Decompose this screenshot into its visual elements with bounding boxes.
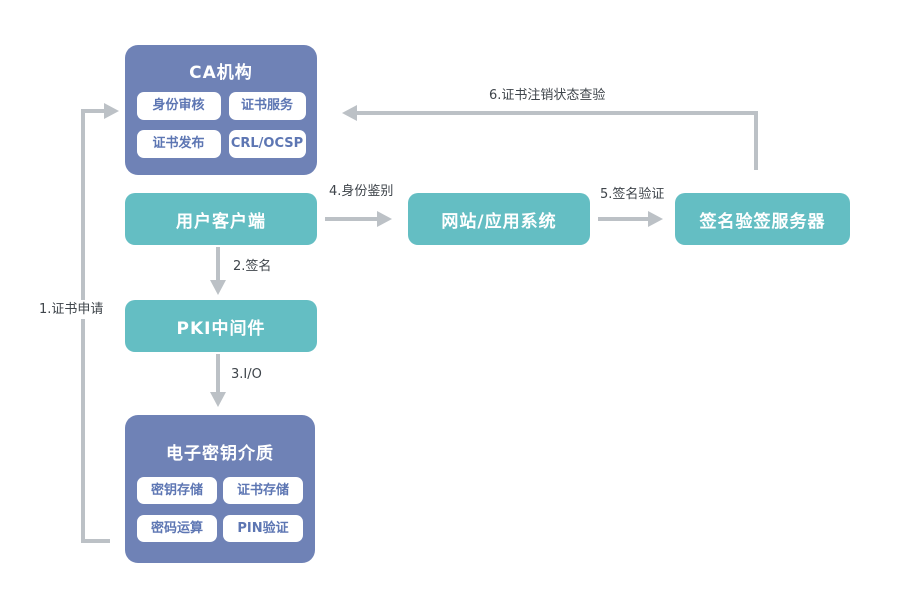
node-signature-verification-server: 签名验签服务器 (675, 193, 850, 245)
chip-certificate-issuance: 证书发布 (136, 130, 221, 158)
edge-6-arrowhead (342, 105, 357, 121)
edge-2-arrowhead (210, 280, 226, 295)
node-key-medium-chip-grid: 密钥存储 证书存储 密码运算 PIN验证 (125, 477, 315, 542)
node-user-client-title: 用户客户端 (176, 211, 266, 232)
chip-key-storage: 密钥存储 (137, 477, 217, 504)
node-pki-middleware: PKI中间件 (125, 300, 317, 352)
node-ca-chip-grid: 身份审核 证书服务 证书发布 CRL/OCSP (125, 92, 317, 158)
edge-label-signature-verification: 5.签名验证 (598, 185, 667, 204)
edge-3-arrowhead (210, 392, 226, 407)
edge-1-line (81, 109, 110, 543)
chip-crypto-operation: 密码运算 (137, 515, 217, 542)
chip-certificate-storage: 证书存储 (223, 477, 303, 504)
edge-6-line (357, 111, 758, 170)
node-user-client: 用户客户端 (125, 193, 317, 245)
edge-label-identity-authentication: 4.身份鉴别 (327, 182, 396, 201)
chip-crl-ocsp: CRL/OCSP (228, 130, 306, 158)
node-ca-title: CA机构 (189, 63, 253, 83)
node-website-app-system: 网站/应用系统 (408, 193, 590, 245)
edge-label-revocation-status-check: 6.证书注销状态查验 (487, 86, 608, 105)
edge-1-arrowhead (104, 103, 119, 119)
node-website-title: 网站/应用系统 (441, 211, 557, 232)
chip-identity-review: 身份审核 (136, 92, 221, 120)
edge-4-arrowhead (377, 211, 392, 227)
edge-label-io: 3.I/O (229, 365, 264, 384)
node-key-medium-title: 电子密钥介质 (166, 444, 274, 464)
edge-label-certificate-application: 1.证书申请 (37, 300, 106, 319)
node-ca-authority: CA机构 身份审核 证书服务 证书发布 CRL/OCSP (125, 45, 317, 175)
node-sign-server-title: 签名验签服务器 (699, 211, 826, 232)
edge-label-signature: 2.签名 (231, 257, 274, 276)
chip-pin-verification: PIN验证 (223, 515, 303, 542)
node-pki-title: PKI中间件 (176, 318, 266, 339)
chip-certificate-service: 证书服务 (228, 92, 306, 120)
node-electronic-key-medium: 电子密钥介质 密钥存储 证书存储 密码运算 PIN验证 (125, 415, 315, 563)
edge-5-arrowhead (648, 211, 663, 227)
